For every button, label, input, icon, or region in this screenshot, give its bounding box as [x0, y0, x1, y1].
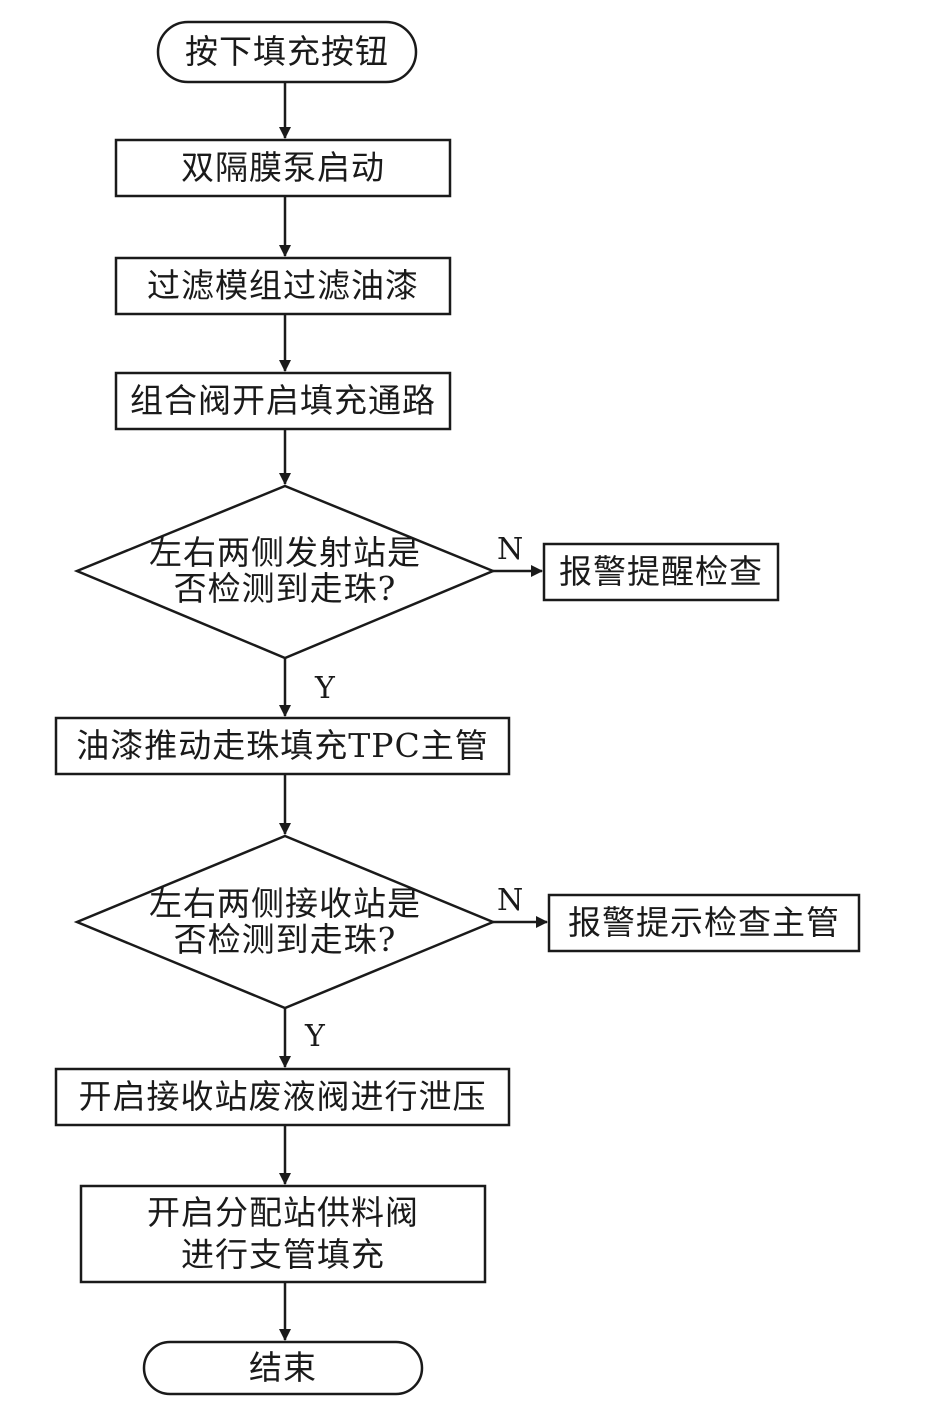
- alarm1-node: 报警提醒检查: [559, 552, 763, 591]
- valve-open-node: 组合阀开启填充通路: [130, 381, 436, 420]
- end-terminal-shape: [142, 1340, 424, 1396]
- decision2-yes-label: Y: [305, 1019, 325, 1054]
- decision2-node: 左右两侧接收站是 否检测到走珠?: [149, 884, 421, 959]
- push-node: 油漆推动走珠填充TPC主管: [76, 726, 489, 765]
- push-box-shape: [54, 716, 511, 776]
- branch-box-shape: [79, 1184, 487, 1284]
- start-node: 按下填充按钮: [185, 32, 389, 71]
- release-box-shape: [54, 1067, 511, 1127]
- filter-node: 过滤模组过滤油漆: [147, 266, 419, 305]
- release-node: 开启接收站废液阀进行泄压: [78, 1077, 487, 1116]
- decision2-no-label: N: [497, 883, 524, 918]
- valve-box-shape: [114, 371, 452, 431]
- decision1-node: 左右两侧发射站是 否检测到走珠?: [149, 533, 421, 608]
- filter-box-shape: [114, 256, 452, 316]
- alarm2-node: 报警提示检查主管: [568, 903, 840, 942]
- branch-node: 开启分配站供料阀 进行支管填充: [147, 1193, 419, 1274]
- start-terminal-shape: [156, 20, 418, 84]
- alarm2-box-shape: [547, 893, 861, 953]
- alarm1-box-shape: [542, 542, 780, 602]
- end-node: 结束: [249, 1348, 317, 1387]
- decision1-no-label: N: [497, 532, 524, 567]
- pump-node: 双隔膜泵启动: [181, 148, 385, 187]
- pump-box-shape: [114, 138, 452, 198]
- decision1-yes-label: Y: [315, 671, 335, 706]
